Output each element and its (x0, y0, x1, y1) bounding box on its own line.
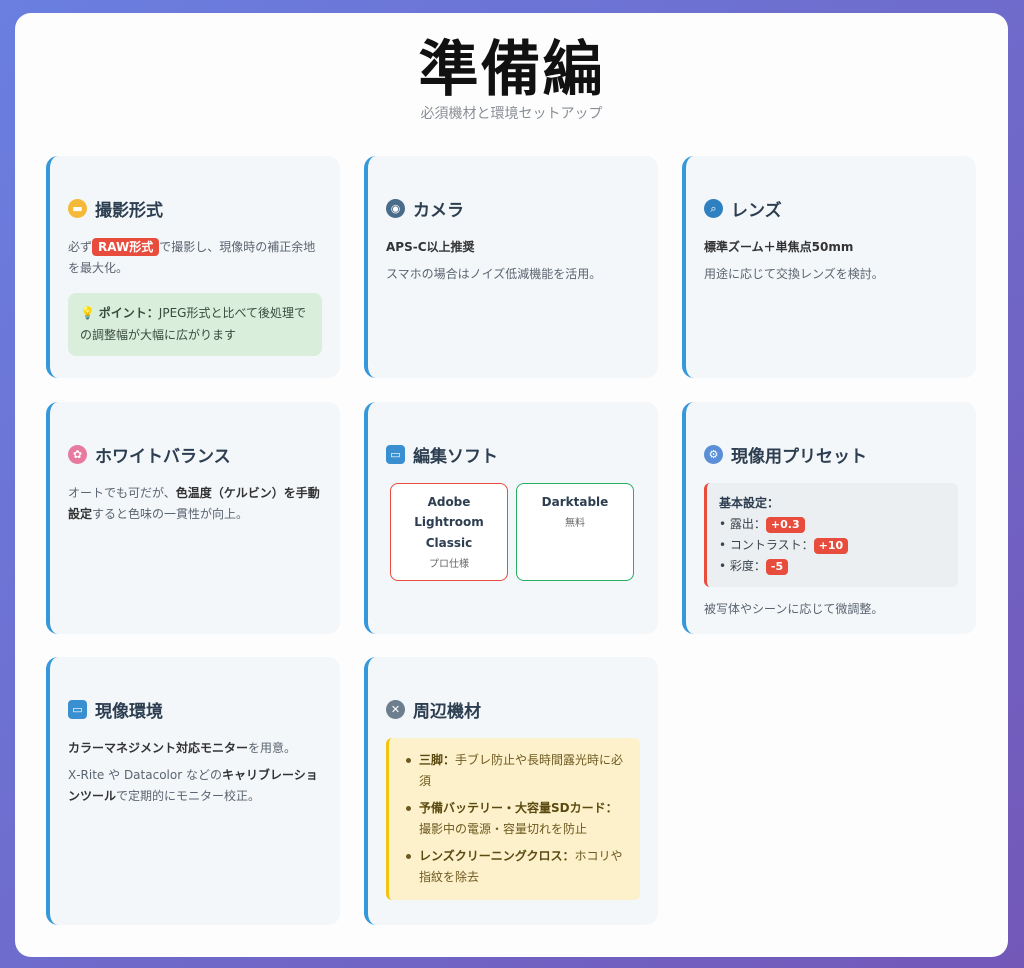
env-text-2: X‐Rite や Datacolor などのキャリブレーションツールで定期的にモ… (68, 768, 318, 803)
folder-icon: ▬ (68, 199, 87, 218)
card-environment: ▭ 現像環境 カラーマネジメント対応モニターを用意。 X‐Rite や Data… (46, 657, 340, 925)
preset-box: 基本設定： • 露出：+0.3 • コントラスト：+10 • 彩度：-5 (704, 483, 958, 587)
card-white-balance: ✿ ホワイトバランス オートでも可だが、色温度（ケルビン）を手動設定すると色味の… (46, 402, 340, 634)
card-title: ホワイトバランス (95, 447, 231, 467)
card-preset: ⚙ 現像用プリセット 基本設定： • 露出：+0.3 • コントラスト：+10 … (682, 402, 976, 634)
card-text: オートでも可だが、色温度（ケルビン）を手動設定すると色味の一貫性が向上。 (68, 486, 320, 521)
tools-icon: ✕ (386, 700, 405, 719)
card-title: カメラ (413, 201, 464, 221)
card-camera: ◉ カメラ APS-C以上推奨 スマホの場合はノイズ低減機能を活用。 (364, 156, 658, 378)
list-item: 三脚：手ブレ防止や長時間露光時に必須 (403, 750, 626, 792)
laptop-icon: ▭ (386, 445, 405, 464)
camera-icon: ◉ (386, 199, 405, 218)
preset-box-title: 基本設定： (719, 496, 780, 510)
contrast-value: +10 (813, 538, 849, 554)
card-title: レンズ (731, 201, 782, 221)
camera-note: スマホの場合はノイズ低減機能を活用。 (386, 267, 602, 281)
saturation-value: -5 (765, 559, 789, 575)
palette-icon: ✿ (68, 445, 87, 464)
card-title: 現像用プリセット (731, 447, 867, 467)
preset-note: 被写体やシーンに応じて微調整。 (704, 602, 884, 616)
software-lightroom[interactable]: Adobe Lightroom Classic プロ仕様 (390, 483, 508, 581)
lens-note: 用途に応じて交換レンズを検討。 (704, 267, 884, 281)
software-list: Adobe Lightroom Classic プロ仕様 Darktable 無… (386, 483, 640, 581)
card-title: 周辺機材 (413, 702, 481, 722)
lightbulb-icon: 💡 (80, 306, 95, 320)
accessories-list: 三脚：手ブレ防止や長時間露光時に必須 予備バッテリー・大容量SDカード：撮影中の… (386, 738, 640, 900)
magnifier-icon: ⌕ (704, 199, 723, 218)
page-title: 準備編 (418, 35, 605, 105)
list-item: 予備バッテリー・大容量SDカード：撮影中の電源・容量切れを防止 (403, 798, 626, 840)
tip-text: JPEG形式と比べて後処理での調整幅が大幅に広がります (80, 306, 306, 342)
lens-recommendation: 標準ズーム＋単焦点50mm (704, 240, 854, 254)
exposure-value: +0.3 (765, 517, 805, 533)
monitor-icon: ▭ (68, 700, 87, 719)
card-software: ▭ 編集ソフト Adobe Lightroom Classic プロ仕様 Dar… (364, 402, 658, 634)
page-subtitle: 必須機材と環境セットアップ (420, 106, 603, 122)
card-accessories: ✕ 周辺機材 三脚：手ブレ防止や長時間露光時に必須 予備バッテリー・大容量SDカ… (364, 657, 658, 925)
raw-badge: RAW形式 (92, 238, 160, 256)
env-text-1: カラーマネジメント対応モニターを用意。 (68, 741, 297, 755)
card-title: 現像環境 (95, 702, 163, 722)
gear-icon: ⚙ (704, 445, 723, 464)
card-title: 撮影形式 (95, 201, 163, 221)
card-lens: ⌕ レンズ 標準ズーム＋単焦点50mm 用途に応じて交換レンズを検討。 (682, 156, 976, 378)
list-item: レンズクリーニングクロス：ホコリや指紋を除去 (403, 846, 626, 888)
card-title: 編集ソフト (413, 447, 498, 467)
tip-label: ポイント： (98, 306, 159, 320)
tip-box: 💡 ポイント：JPEG形式と比べて後処理での調整幅が大幅に広がります (68, 293, 322, 357)
software-darktable[interactable]: Darktable 無料 (516, 483, 634, 581)
camera-recommendation: APS-C以上推奨 (386, 240, 475, 254)
